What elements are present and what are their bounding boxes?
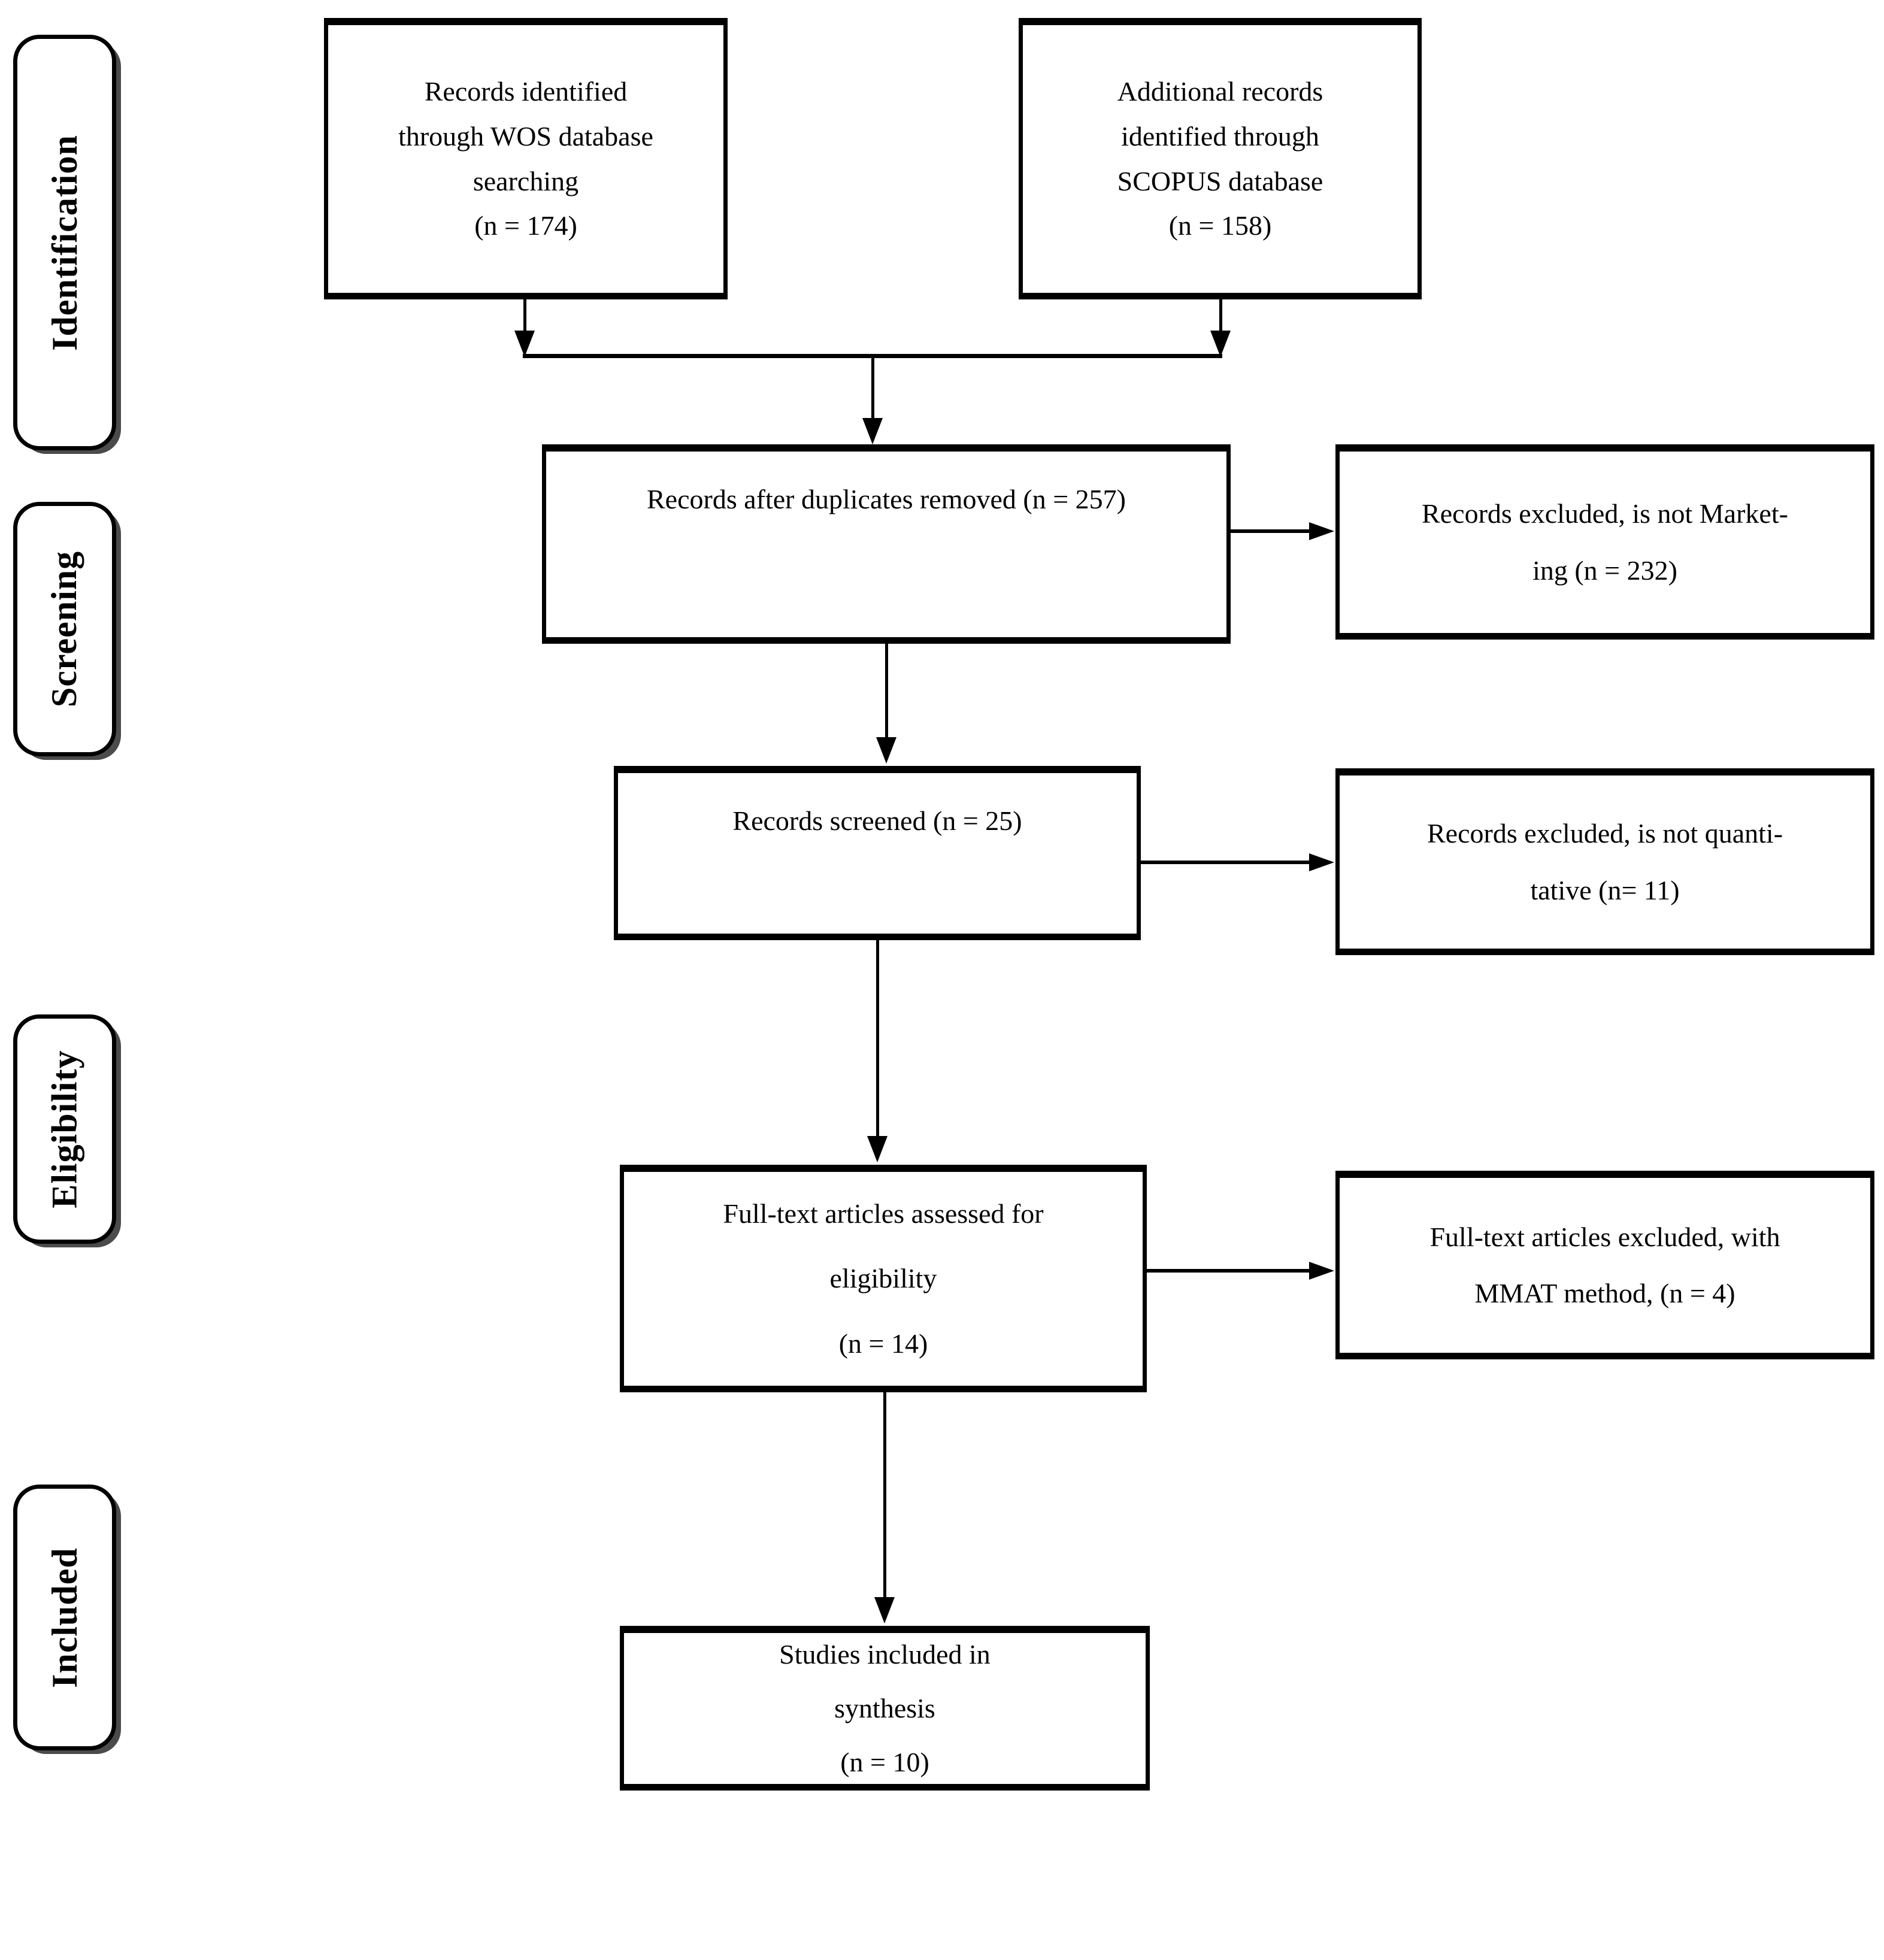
box-text-line: tative (n= 11)	[1530, 874, 1680, 905]
stage-label-included: Included	[13, 1485, 116, 1750]
box-text-line: identified through	[1121, 120, 1319, 152]
arrow-screened-to-fulltext-head	[867, 1136, 888, 1162]
box-text-line: (n = 174)	[474, 210, 577, 241]
arrow-screened-to-fulltext-line	[876, 940, 879, 1138]
merge-connector-line	[523, 354, 1222, 358]
box-duplicates-removed: Records after duplicates removed (n = 25…	[542, 444, 1231, 644]
box-text-line: Records after duplicates removed (n = 25…	[647, 484, 1126, 514]
box-text-line: (n = 158)	[1168, 210, 1272, 241]
box-text-line: searching	[472, 165, 579, 196]
stage-label-text: Identification	[44, 134, 84, 351]
arrow-screened-to-excluded-line	[1141, 861, 1310, 864]
arrow-scopus-down-line	[1219, 299, 1222, 333]
box-text-line: ing (n = 232)	[1532, 555, 1677, 586]
arrow-scopus-down-head	[1210, 331, 1231, 357]
box-fulltext-assessed: Full-text articles assessed for eligibil…	[620, 1165, 1147, 1392]
stage-label-screening: Screening	[13, 502, 116, 756]
box-text-line: Records screened (n = 25)	[732, 805, 1022, 836]
stage-label-text: Screening	[44, 550, 84, 708]
arrow-wos-down-line	[523, 299, 526, 333]
box-wos-records: Records identified through WOS database …	[324, 18, 728, 299]
box-text-line: Full-text articles excluded, with	[1429, 1221, 1780, 1252]
stage-label-identification: Identification	[13, 35, 116, 450]
box-fulltext-excluded-mmat: Full-text articles excluded, with MMAT m…	[1335, 1171, 1874, 1359]
stage-label-text: Included	[44, 1547, 84, 1688]
box-text-line: through WOS database	[398, 120, 653, 152]
arrow-fulltext-to-excluded-head	[1309, 1262, 1334, 1280]
arrow-screened-to-excluded-head	[1309, 853, 1334, 871]
stage-label-eligibility: Eligibility	[13, 1014, 116, 1244]
arrow-dedup-to-excluded-line	[1231, 529, 1310, 533]
box-text-line: Records identified	[424, 76, 628, 107]
arrow-fulltext-to-excluded-line	[1147, 1269, 1310, 1273]
arrow-fulltext-to-included-line	[883, 1392, 886, 1599]
box-text-line: Records excluded, is not quanti-	[1426, 818, 1783, 849]
arrow-dedup-to-screened-head	[876, 737, 896, 764]
box-text-line: SCOPUS database	[1117, 165, 1323, 196]
arrow-dedup-to-excluded-head	[1309, 522, 1334, 540]
box-text-line: MMAT method, (n = 4)	[1474, 1278, 1735, 1308]
box-text-line: synthesis	[834, 1693, 935, 1724]
box-records-screened: Records screened (n = 25)	[614, 766, 1141, 940]
box-excluded-not-quantitative: Records excluded, is not quanti- tative …	[1335, 768, 1874, 955]
box-studies-included: Studies included in synthesis (n = 10)	[620, 1626, 1150, 1791]
arrow-merge-to-dedup-head	[862, 418, 883, 444]
box-text-line: Full-text articles assessed for	[723, 1198, 1044, 1229]
arrow-fulltext-to-included-head	[874, 1597, 895, 1623]
box-text-line: Records excluded, is not Market-	[1422, 498, 1788, 529]
box-text-line: Additional records	[1117, 76, 1323, 107]
stage-label-text: Eligibility	[44, 1050, 84, 1208]
box-excluded-not-marketing: Records excluded, is not Market- ing (n …	[1335, 444, 1874, 640]
arrow-merge-to-dedup-line	[871, 358, 874, 419]
box-text-line: (n = 10)	[840, 1746, 929, 1777]
box-text-line: (n = 14)	[838, 1328, 928, 1359]
box-text-line: eligibility	[829, 1263, 937, 1294]
box-scopus-records: Additional records identified through SC…	[1019, 18, 1422, 299]
arrow-dedup-to-screened-line	[885, 644, 888, 738]
arrow-wos-down-head	[514, 331, 535, 357]
box-text-line: Studies included in	[779, 1639, 991, 1670]
